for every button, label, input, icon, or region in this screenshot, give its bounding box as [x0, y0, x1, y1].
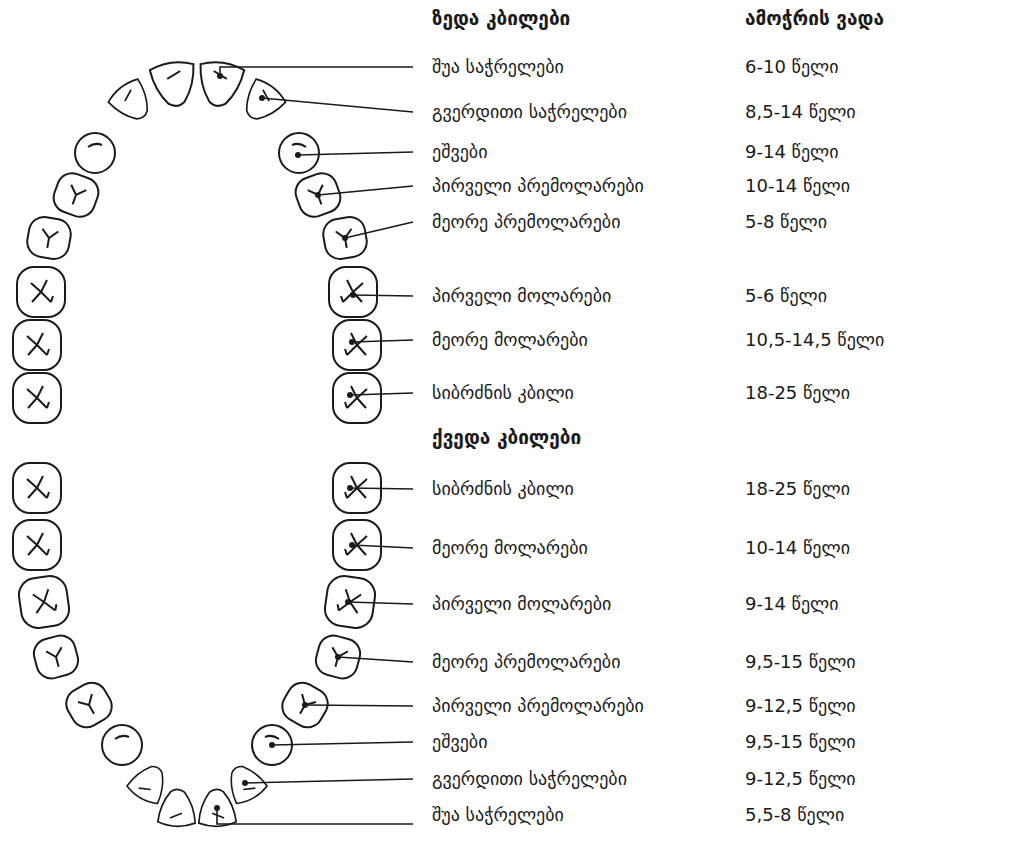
eruption-age: 8,5-14 წელი [745, 101, 856, 123]
eruption-age: 10,5-14,5 წელი [745, 329, 884, 351]
leader-dots [214, 73, 356, 811]
tooth-name: შუა საჭრელები [432, 804, 564, 826]
tooth-name: მეორე პრემოლარები [432, 211, 620, 233]
tooth-name: სიბრძნის კბილი [432, 382, 574, 404]
tooth-name: სიბრძნის კბილი [432, 478, 574, 500]
column-heading: ამოჭრის ვადა [745, 7, 884, 29]
tooth-name: პირველი პრემოლარები [432, 695, 644, 717]
eruption-age: 9,5-15 წელი [745, 731, 856, 753]
tooth-name: მეორე პრემოლარები [432, 651, 620, 673]
eruption-age: 9-14 წელი [745, 593, 839, 615]
eruption-age: 18-25 წელი [745, 478, 850, 500]
eruption-age: 9-14 წელი [745, 141, 839, 163]
tooth-name: მეორე მოლარები [432, 537, 588, 559]
tooth-name: პირველი პრემოლარები [432, 175, 644, 197]
tooth-name: გვერდითი საჭრელები [432, 768, 627, 790]
eruption-age: 5-8 წელი [745, 211, 827, 233]
leader-lines [217, 67, 413, 824]
eruption-age: 9-12,5 წელი [745, 768, 856, 790]
tooth-name: შუა საჭრელები [432, 56, 564, 78]
column-heading: ქვედა კბილები [432, 426, 581, 448]
eruption-age: 9,5-15 წელი [745, 651, 856, 673]
tooth-name: პირველი მოლარები [432, 285, 611, 307]
column-heading: ზედა კბილები [432, 7, 570, 29]
eruption-age: 5-6 წელი [745, 285, 827, 307]
tooth-name: მეორე მოლარები [432, 329, 588, 351]
eruption-age: 10-14 წელი [745, 175, 850, 197]
tooth-name: პირველი მოლარები [432, 593, 611, 615]
eruption-age: 5,5-8 წელი [745, 804, 844, 826]
eruption-age: 18-25 წელი [745, 382, 850, 404]
tooth-name: ეშვები [432, 141, 487, 163]
eruption-age: 6-10 წელი [745, 56, 839, 78]
tooth-name: ეშვები [432, 731, 487, 753]
eruption-age: 9-12,5 წელი [745, 695, 856, 717]
eruption-age: 10-14 წელი [745, 537, 850, 559]
tooth-name: გვერდითი საჭრელები [432, 101, 627, 123]
